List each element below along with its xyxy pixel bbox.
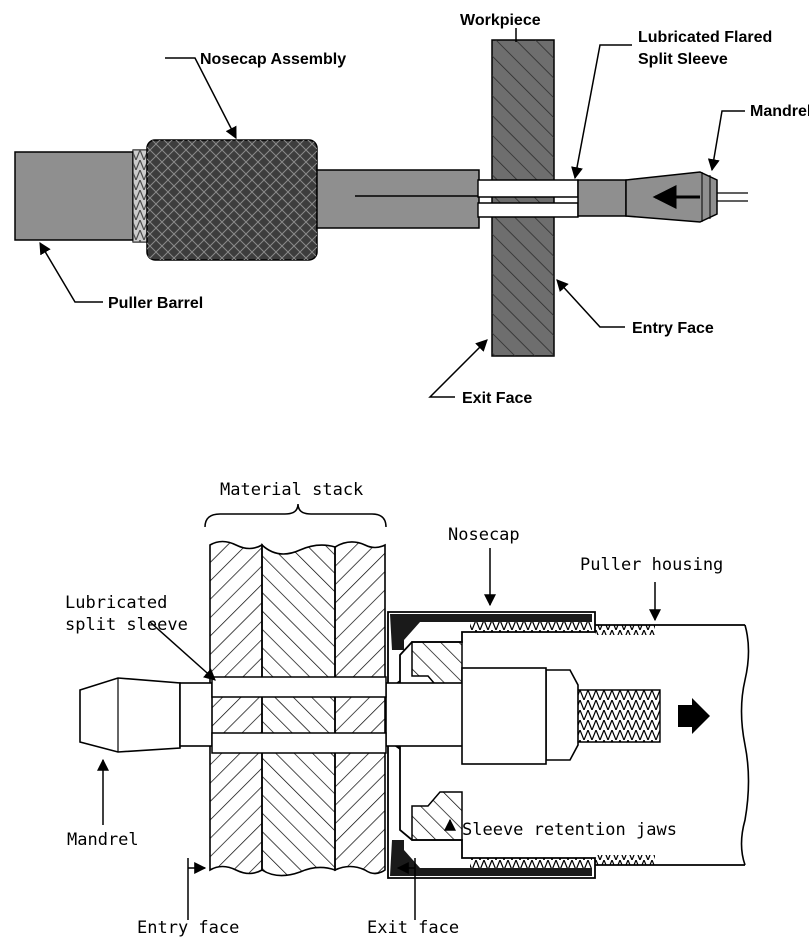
mandrel-tip — [577, 171, 748, 223]
label-lubricated-b: Lubricated — [65, 593, 167, 613]
label-entry-face: Entry Face — [632, 320, 714, 337]
leader-sleeve-b — [149, 621, 216, 681]
nosecap — [387, 611, 596, 879]
label-exit-face: Exit Face — [462, 390, 532, 407]
label-mandrel: Mandrel — [750, 103, 809, 120]
exit-face-marker — [396, 858, 416, 920]
leader-mandrel — [707, 110, 745, 172]
mandrel-shank — [316, 169, 480, 229]
leader-nosecap — [165, 57, 237, 140]
label-nosecap-assembly: Nosecap Assembly — [200, 51, 346, 68]
label-sleeve-retention-jaws: Sleeve retention jaws — [462, 820, 677, 840]
leader-sleeve — [571, 44, 632, 180]
material-stack — [209, 540, 386, 877]
label-material-stack: Material stack — [220, 480, 363, 500]
leader-entry-face — [556, 279, 625, 328]
label-entry-face-b: Entry face — [137, 918, 239, 937]
label-lubricated-flared: Lubricated Flared — [638, 29, 772, 46]
label-exit-face-b: Exit face — [367, 918, 459, 937]
label-split-sleeve-b: split sleeve — [65, 615, 188, 635]
workpiece — [491, 39, 555, 357]
bottom-diagram: Material stack Nosecap Puller housing Lu… — [65, 480, 750, 937]
material-stack-bracket — [204, 503, 387, 528]
leader-puller-barrel — [39, 241, 103, 303]
label-puller-barrel: Puller Barrel — [108, 295, 203, 312]
label-split-sleeve: Split Sleeve — [638, 51, 728, 68]
top-diagram: Workpiece Lubricated Flared Split Sleeve… — [14, 12, 809, 407]
entry-face-marker — [187, 858, 207, 920]
leader-exit-face — [428, 339, 488, 398]
nosecap-assembly — [146, 139, 318, 261]
label-workpiece: Workpiece — [460, 12, 541, 29]
puller-housing — [595, 624, 750, 866]
mandrel — [79, 667, 710, 765]
label-mandrel-b: Mandrel — [67, 830, 139, 850]
puller-barrel — [14, 149, 148, 243]
lubricated-split-sleeve — [211, 676, 387, 754]
label-puller-housing-b: Puller housing — [580, 555, 723, 575]
label-nosecap-b: Nosecap — [448, 525, 520, 545]
